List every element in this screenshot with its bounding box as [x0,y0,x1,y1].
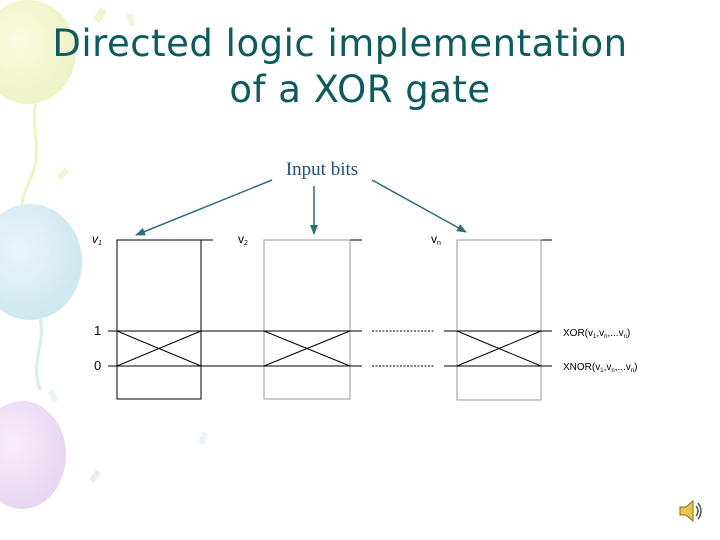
logic-block-v2 [263,239,351,400]
variable-label-v2: v2 [238,232,248,247]
variable-label-vn: vn [431,232,441,247]
speaker-icon[interactable] [676,496,706,526]
row-label-1: 1 [94,323,101,338]
arrow-to-v1 [135,179,273,236]
xnor-output-label: XNOR(v1,vn,...vn) [563,362,638,374]
balloon-purple [0,401,66,509]
xor-output-label: XOR(v1,vn,...vn) [563,328,630,340]
input-arrows [135,179,467,236]
arrow-to-vn [371,179,467,233]
logic-block-v1 [116,239,202,400]
variable-label-v1: v1 [92,232,102,247]
confetti [47,6,208,483]
slide-title-line-1: Directed logic implementation [52,22,628,65]
logic-block-vn [456,239,542,401]
row-label-0: 0 [94,358,101,373]
balloon-blue [0,204,82,391]
input-bits-label: Input bits [286,159,358,180]
slide-title-line-2: of a XOR gate [229,68,491,111]
